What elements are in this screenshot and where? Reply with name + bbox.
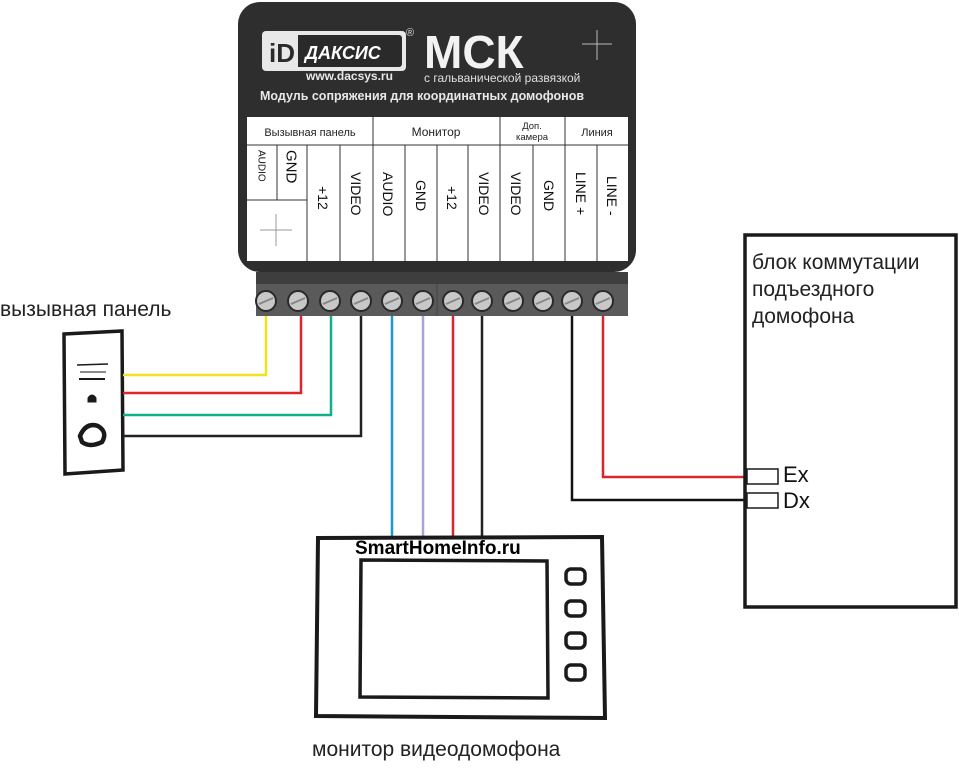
terminal-label: VIDEO — [348, 172, 364, 216]
group-call-panel: Вызывная панель — [264, 127, 356, 139]
group-extra-camera-line1: Доп. — [522, 121, 542, 132]
call-button-icon — [77, 422, 107, 448]
terminal-screw — [532, 290, 554, 312]
terminal-label: GND — [541, 180, 557, 211]
switch-block-label: блок коммутации подъездного домофона — [752, 251, 920, 328]
terminal-label: AUDIO — [255, 150, 266, 182]
monitor-label: монитор видеодомофона — [312, 738, 561, 761]
terminal-screw — [381, 290, 403, 312]
crosshair-icon — [582, 30, 612, 60]
monitor-button-3-icon — [564, 631, 587, 650]
ex-label: Ex — [783, 462, 809, 487]
terminal-label: AUDIO — [380, 172, 396, 216]
terminal-screw — [561, 290, 583, 312]
terminal-label: VIDEO — [508, 172, 524, 216]
terminal-label: +12 — [444, 186, 460, 210]
terminal-label: +12 — [315, 186, 331, 210]
monitor-device — [313, 534, 608, 721]
terminal-label: LINE - — [604, 176, 620, 216]
logo-letter: iD — [269, 38, 295, 68]
watermark: SmartHomeInfo.ru — [355, 538, 521, 559]
terminal-screw — [412, 290, 434, 312]
terminal-label: GND — [413, 180, 429, 211]
dacsys-logo: iD ДАКСИС ® www.dacsys.ru — [262, 27, 414, 83]
terminal-dx — [746, 492, 779, 509]
call-panel-wires — [123, 316, 363, 438]
group-monitor: Монитор — [412, 125, 461, 139]
model-title: МСК — [424, 26, 525, 78]
logo-brand: ДАКСИС — [303, 43, 382, 63]
monitor-button-2-icon — [564, 599, 587, 618]
wire-video — [123, 316, 363, 438]
terminal-label: LINE + — [573, 172, 589, 215]
monitor-wires — [390, 316, 484, 536]
wire-line-plus — [570, 316, 746, 502]
terminal-screw — [319, 290, 341, 312]
crosshair-icon — [260, 214, 292, 246]
website: www.dacsys.ru — [305, 69, 393, 83]
dx-label: Dx — [783, 488, 810, 513]
registered-mark: ® — [406, 27, 414, 39]
terminal-screw — [287, 290, 309, 312]
wire-audio — [123, 316, 268, 377]
call-panel-label: вызывная панель — [0, 298, 172, 321]
module-description: Модуль сопряжения для координатных домоф… — [260, 89, 584, 103]
group-line: Линия — [581, 127, 613, 139]
terminal-screw — [502, 290, 524, 312]
monitor-button-4-icon — [564, 663, 587, 682]
terminal-label: VIDEO — [476, 172, 492, 216]
terminal-screw — [350, 290, 372, 312]
terminal-screw — [471, 290, 493, 312]
monitor-button-1-icon — [564, 567, 587, 586]
wire-line-minus — [601, 316, 746, 479]
model-subtitle: с гальванической развязкой — [424, 71, 580, 85]
terminal-screw — [442, 290, 464, 312]
group-extra-camera-line2: камера — [516, 132, 549, 143]
call-panel-device — [62, 329, 125, 476]
wire-gnd — [123, 316, 303, 395]
switch-block — [743, 233, 958, 609]
line-wires — [570, 316, 746, 502]
terminal-screw — [592, 290, 614, 312]
terminal-screw — [255, 290, 277, 312]
terminal-label: GND — [283, 150, 300, 184]
terminal-ex — [746, 468, 779, 485]
wire-plus12 — [123, 316, 333, 417]
msk-module: iD ДАКСИС ® www.dacsys.ru МСК с гальвани… — [238, 2, 636, 316]
